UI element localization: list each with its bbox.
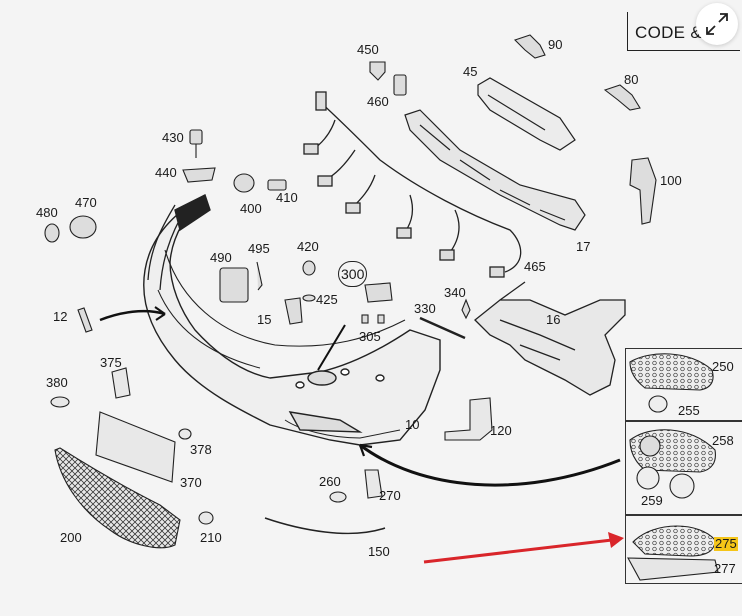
support-16 [474, 281, 626, 396]
label-200: 200 [60, 530, 82, 545]
expand-button[interactable] [696, 3, 738, 45]
label-45: 45 [463, 64, 478, 79]
label-420: 420 [297, 239, 319, 254]
label-16: 16 [546, 312, 561, 327]
panel-frame-275 [625, 514, 742, 584]
label-480: 480 [36, 205, 58, 220]
label-490: 490 [210, 250, 232, 265]
wiring-harness [303, 91, 522, 278]
label-270: 270 [379, 488, 401, 503]
label-80: 80 [624, 72, 639, 87]
label-210: 210 [200, 530, 222, 545]
label-277: 277 [714, 561, 736, 576]
label-275: 275 [714, 536, 738, 551]
leader-arrows [99, 306, 621, 487]
panel-258 [629, 429, 716, 499]
label-340: 340 [444, 285, 466, 300]
label-430: 430 [162, 130, 184, 145]
red-arrow [423, 532, 624, 564]
label-305: 305 [359, 329, 381, 344]
label-400: 400 [240, 201, 262, 216]
label-450: 450 [357, 42, 379, 57]
label-378: 378 [190, 442, 212, 457]
label-460: 460 [367, 94, 389, 109]
label-258: 258 [712, 433, 734, 448]
label-10: 10 [405, 417, 420, 432]
label-440: 440 [155, 165, 177, 180]
code-label: CODE & [635, 23, 702, 42]
bumper-cover [143, 194, 441, 446]
panel-frame-258 [625, 420, 742, 516]
label-15: 15 [257, 312, 272, 327]
label-150: 150 [368, 544, 390, 559]
label-470: 470 [75, 195, 97, 210]
label-330: 330 [414, 301, 436, 316]
bracket-45 [477, 77, 576, 151]
label-255: 255 [678, 403, 700, 418]
label-370: 370 [180, 475, 202, 490]
label-90: 90 [548, 37, 563, 52]
small-hardware [44, 61, 471, 340]
label-425: 425 [316, 292, 338, 307]
label-120: 120 [490, 423, 512, 438]
left-strip [147, 204, 186, 291]
label-100: 100 [660, 173, 682, 188]
label-300: 300 [338, 261, 368, 287]
bracket-90 [513, 34, 546, 59]
label-259: 259 [641, 493, 663, 508]
label-375: 375 [100, 355, 122, 370]
bracket-80 [603, 84, 641, 111]
label-410: 410 [276, 190, 298, 205]
mounting-rail [404, 109, 586, 231]
bracket-100 [629, 157, 657, 225]
label-250: 250 [712, 359, 734, 374]
label-380: 380 [46, 375, 68, 390]
panel-frame-250 [625, 348, 742, 422]
expand-icon [706, 13, 728, 35]
label-260: 260 [319, 474, 341, 489]
panel-250 [629, 353, 714, 413]
label-465: 465 [524, 259, 546, 274]
lower-left-parts [50, 367, 493, 549]
label-12: 12 [53, 309, 68, 324]
panel-275 [627, 525, 719, 581]
label-495: 495 [248, 241, 270, 256]
label-17: 17 [576, 239, 591, 254]
